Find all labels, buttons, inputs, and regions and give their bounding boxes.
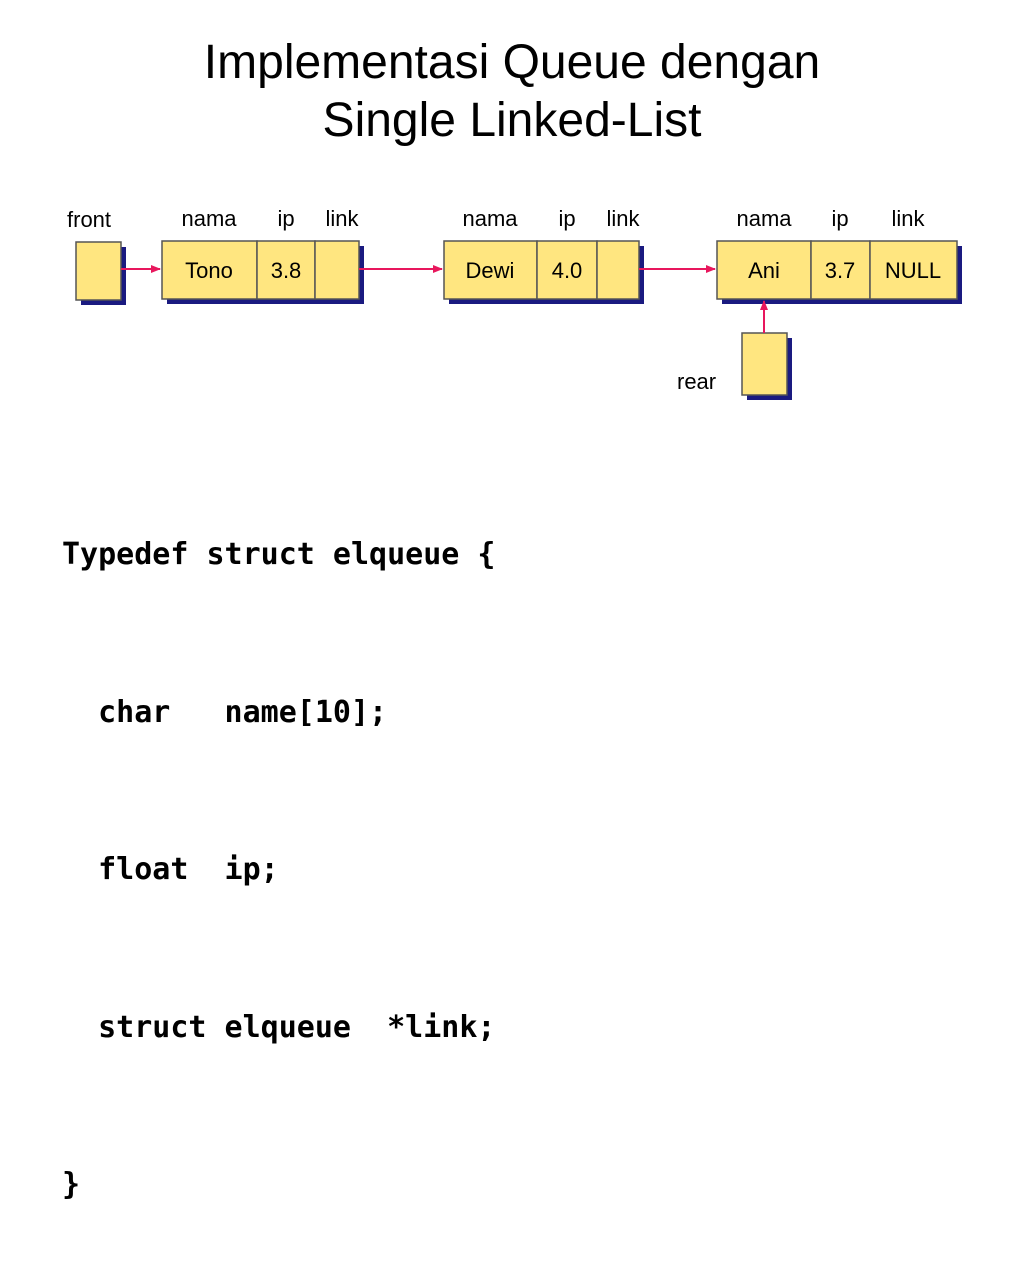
node-2-nama: Dewi <box>466 258 515 283</box>
node-1: Tono 3.8 <box>161 240 364 304</box>
node-2-header-nama: nama <box>462 206 518 231</box>
code-line-4: struct elqueue *link; <box>62 1009 496 1045</box>
linked-list-diagram: front Tono 3.8 nama ip link Dewi 4.0 nam… <box>67 206 962 400</box>
rear-pointer-box <box>741 332 788 396</box>
node-1-header-link: link <box>325 206 359 231</box>
node-2-header-ip: ip <box>558 206 575 231</box>
node-1-ip: 3.8 <box>271 258 302 283</box>
node-3-header-nama: nama <box>736 206 792 231</box>
node-3-header-ip: ip <box>831 206 848 231</box>
front-pointer-box <box>75 241 122 301</box>
slide-title: Implementasi Queue dengan Single Linked-… <box>0 34 1024 150</box>
node-2-nama-cell <box>443 240 538 300</box>
rear-pointer <box>741 332 792 400</box>
node-1-ip-cell <box>256 240 316 300</box>
rear-label: rear <box>677 369 716 394</box>
title-line-1: Implementasi Queue dengan <box>203 36 821 89</box>
node-2-header-link: link <box>606 206 640 231</box>
title-line-2: Single Linked-List <box>322 94 702 147</box>
node-1-link-cell <box>314 240 360 300</box>
front-label: front <box>67 207 111 232</box>
node-1-nama: Tono <box>185 258 233 283</box>
code-line-5: } <box>62 1167 81 1202</box>
node-3-header-link: link <box>891 206 925 231</box>
code-line-3: float ip; <box>62 852 279 887</box>
node-3-ip: 3.7 <box>825 258 856 283</box>
node-3-ip-cell <box>810 240 871 300</box>
node-3-link: NULL <box>885 258 941 283</box>
code-line-1: Typedef struct elqueue { <box>62 537 496 572</box>
node-2-ip: 4.0 <box>552 258 583 283</box>
node-1-header-nama: nama <box>181 206 237 231</box>
node-3-nama-cell <box>716 240 812 300</box>
node-1-header-ip: ip <box>277 206 294 231</box>
node-3-link-cell <box>869 240 958 300</box>
node-2-ip-cell <box>536 240 598 300</box>
node-3-nama: Ani <box>748 258 780 283</box>
node-3: Ani 3.7 NULL <box>716 240 962 304</box>
front-pointer <box>75 241 126 305</box>
struct-code-block: Typedef struct elqueue { char name[10]; … <box>62 424 495 1264</box>
code-line-2: char name[10]; <box>62 694 388 730</box>
node-2: Dewi 4.0 <box>443 240 644 304</box>
node-2-link-cell <box>596 240 640 300</box>
